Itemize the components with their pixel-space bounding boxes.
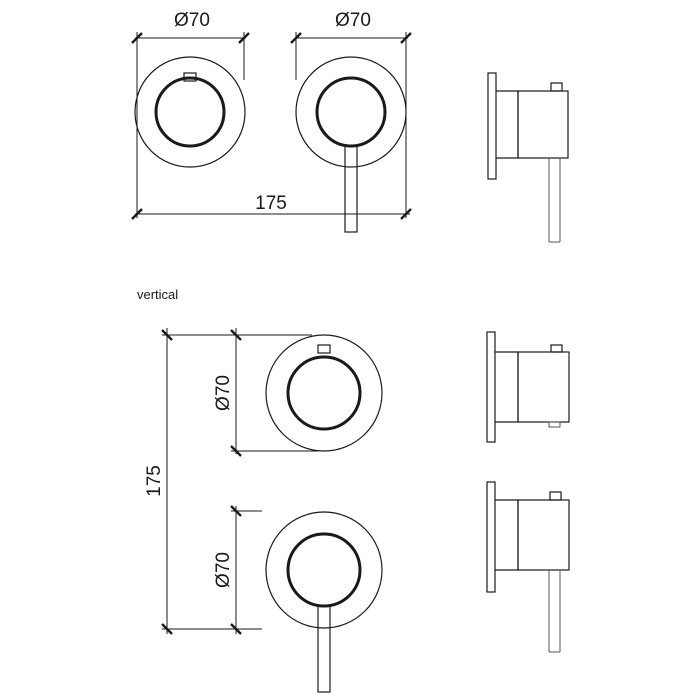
body [517,351,570,423]
indicator-nub [550,344,563,353]
knob [154,76,226,148]
horizontal-thermostat-front [134,56,246,168]
escutcheon-plate [295,56,407,168]
diameter-label: Ø70 [213,552,234,588]
dim-diameter-vertical-bottom: Ø70 [213,505,262,635]
horizontal-layout: Ø70 Ø70 175 [131,10,569,243]
dim-diameter-top-right: Ø70 [290,10,412,218]
diameter-label: Ø70 [335,10,371,31]
horizontal-lever-front [295,56,407,233]
dim-height-vertical: 175 [144,328,312,635]
knob [286,532,362,608]
diameter-label: Ø70 [213,375,234,411]
section-label-vertical: vertical [137,287,178,302]
knob [315,76,387,148]
indicator-nub [549,491,562,501]
wall-plate [486,331,496,443]
bottom-nub [548,421,561,428]
height-label: 175 [144,465,165,497]
dim-diameter-top-left: Ø70 [131,10,250,218]
collar [495,351,519,423]
collar [495,499,519,571]
escutcheon-plate [265,511,383,629]
escutcheon-plate [265,334,383,452]
body [517,90,569,159]
diameter-label: Ø70 [174,10,210,31]
horizontal-side-view [487,72,569,243]
vertical-lever-front [265,511,383,693]
knob-indicator [317,344,331,354]
vertical-thermostat-front [265,334,383,452]
knob-indicator [183,72,197,82]
width-label: 175 [255,193,287,214]
vertical-upper-side-view [486,331,570,443]
knob [286,355,362,431]
vertical-layout: Ø70 Ø70 175 [144,328,570,693]
dim-width-horizontal: 175 [131,193,412,220]
lever-handle [317,605,331,693]
indicator-nub [550,82,563,92]
lever-handle [344,145,358,233]
escutcheon-plate [134,56,246,168]
vertical-lower-side-view [486,481,570,653]
collar [496,90,519,159]
body [517,499,570,571]
wall-plate [486,481,496,593]
wall-plate [487,72,497,180]
